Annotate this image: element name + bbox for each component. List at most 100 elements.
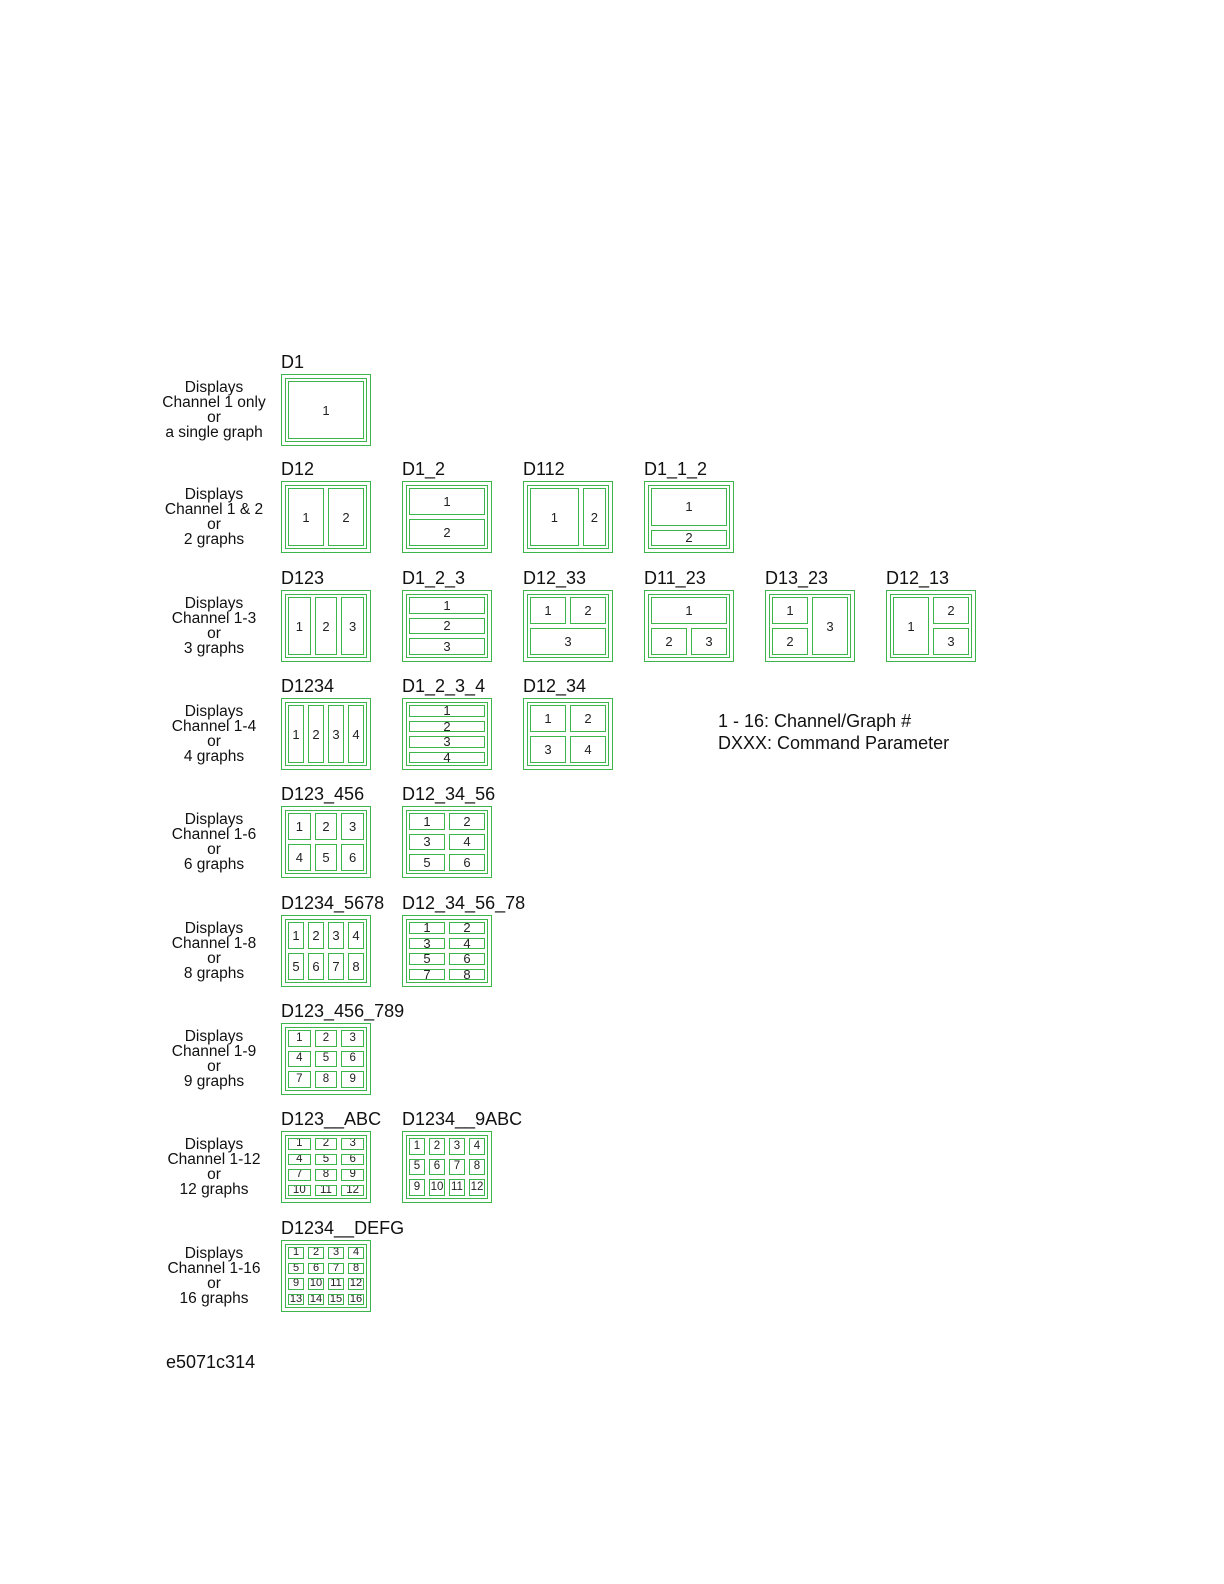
row-label-line: Channel 1-8 [171, 935, 257, 952]
graph-cell: 15 [328, 1293, 344, 1305]
graph-cell: 6 [429, 1158, 445, 1176]
graph-cell: 11 [449, 1179, 465, 1196]
graph-cell: 3 [812, 597, 848, 655]
row-label-line: Displays [184, 703, 244, 720]
row-label-line: 3 graphs [183, 640, 245, 657]
row-label-line: Displays [184, 595, 244, 612]
graph-cell: 7 [288, 1169, 311, 1181]
row-label-line: 4 graphs [183, 748, 245, 765]
graph-cell: 12 [341, 1184, 364, 1196]
graph-cell: 5 [409, 854, 445, 871]
graph-cell: 4 [570, 736, 606, 763]
graph-cell: 2 [308, 922, 324, 949]
graph-cell: 1 [530, 705, 566, 732]
layout-command-name: D12_33 [523, 568, 587, 588]
graph-cell: 4 [409, 751, 485, 763]
graph-cell: 1 [409, 813, 445, 830]
graph-cell: 3 [409, 833, 445, 851]
row-label-line: Displays [184, 379, 244, 396]
layout-command-name: D1234_5678 [281, 893, 385, 913]
graph-cell: 10 [308, 1278, 324, 1290]
graph-cell: 14 [308, 1293, 324, 1305]
row-label-line: Channel 1-9 [171, 1043, 257, 1060]
graph-cell: 2 [308, 1247, 324, 1259]
graph-cell: 2 [449, 813, 485, 830]
layout-command-name: D123_456_789 [281, 1001, 405, 1021]
graph-cell: 9 [341, 1169, 364, 1181]
graph-cell: 2 [409, 720, 485, 732]
layout-command-name: D123 [281, 568, 325, 588]
row-label-line: 6 graphs [183, 856, 245, 873]
figure-id: e5071c314 [166, 1352, 256, 1372]
graph-cell: 1 [288, 488, 324, 546]
layout-command-name: D112 [523, 459, 565, 479]
row-label-line: Channel 1 & 2 [164, 501, 264, 518]
graph-cell: 1 [530, 597, 566, 624]
graph-cell: 2 [314, 597, 338, 655]
graph-cell: 1 [651, 597, 727, 624]
graph-cell: 8 [314, 1169, 338, 1181]
layout-command-name: D1_2 [402, 459, 446, 479]
graph-cell: 6 [341, 1050, 364, 1068]
row-label-line: Channel 1-12 [167, 1151, 261, 1168]
row-label-line: Channel 1-3 [171, 610, 257, 627]
graph-cell: 12 [469, 1179, 485, 1196]
layout-command-name: D1234__DEFG [281, 1218, 405, 1238]
row-label-line: Channel 1-4 [171, 718, 257, 735]
graph-cell: 5 [288, 1262, 304, 1274]
layout-command-name: D12_34_56 [402, 784, 496, 804]
graph-cell: 3 [328, 1247, 344, 1259]
layout-command-name: D1234 [281, 676, 335, 696]
layout-command-name: D123_456 [281, 784, 365, 804]
layout-command-name: D1 [281, 352, 305, 372]
graph-cell: 6 [449, 953, 485, 965]
graph-cell: 2 [314, 1138, 338, 1150]
graph-cell: 5 [409, 1158, 425, 1176]
graph-cell: 8 [348, 1262, 364, 1274]
graph-cell: 1 [409, 922, 445, 934]
graph-cell: 7 [328, 1262, 344, 1274]
graph-cell: 3 [328, 705, 344, 763]
row-label-line: Channel 1-6 [171, 826, 257, 843]
graph-cell: 7 [449, 1158, 465, 1176]
graph-cell: 8 [449, 968, 485, 980]
graph-cell: 3 [409, 937, 445, 949]
row-label-line: Displays [184, 920, 244, 937]
graph-cell: 4 [449, 833, 485, 851]
row-label-line: Displays [184, 1136, 244, 1153]
row-label-line: or [207, 1058, 221, 1075]
